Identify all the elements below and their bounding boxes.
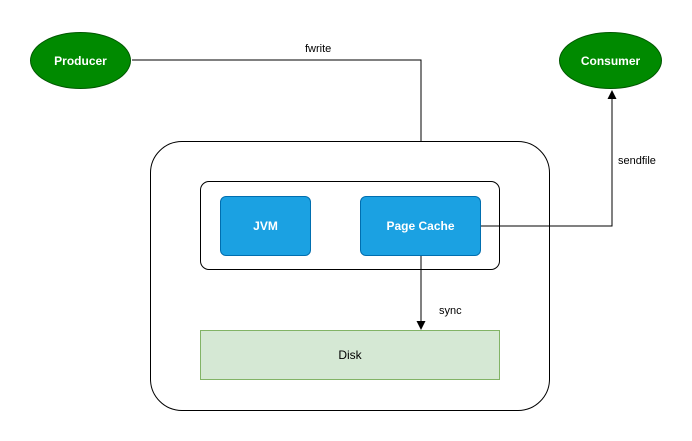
sync-arrowhead [416,321,426,330]
sync-label: sync [439,305,462,318]
page-cache-node: Page Cache [360,196,481,256]
consumer-label: Consumer [580,53,641,68]
sendfile-connector [481,98,613,227]
sendfile-arrowhead [607,90,617,99]
fwrite-label: fwrite [305,43,332,56]
page-cache-label: Page Cache [386,219,455,233]
disk-label: Disk [338,348,362,362]
sendfile-label: sendfile [618,155,656,168]
producer-node: Producer [30,32,131,89]
producer-label: Producer [54,53,107,68]
fwrite-connector [132,59,422,141]
consumer-node: Consumer [559,32,662,89]
disk-node: Disk [200,330,500,380]
jvm-label: JVM [253,219,278,233]
jvm-node: JVM [220,196,311,256]
